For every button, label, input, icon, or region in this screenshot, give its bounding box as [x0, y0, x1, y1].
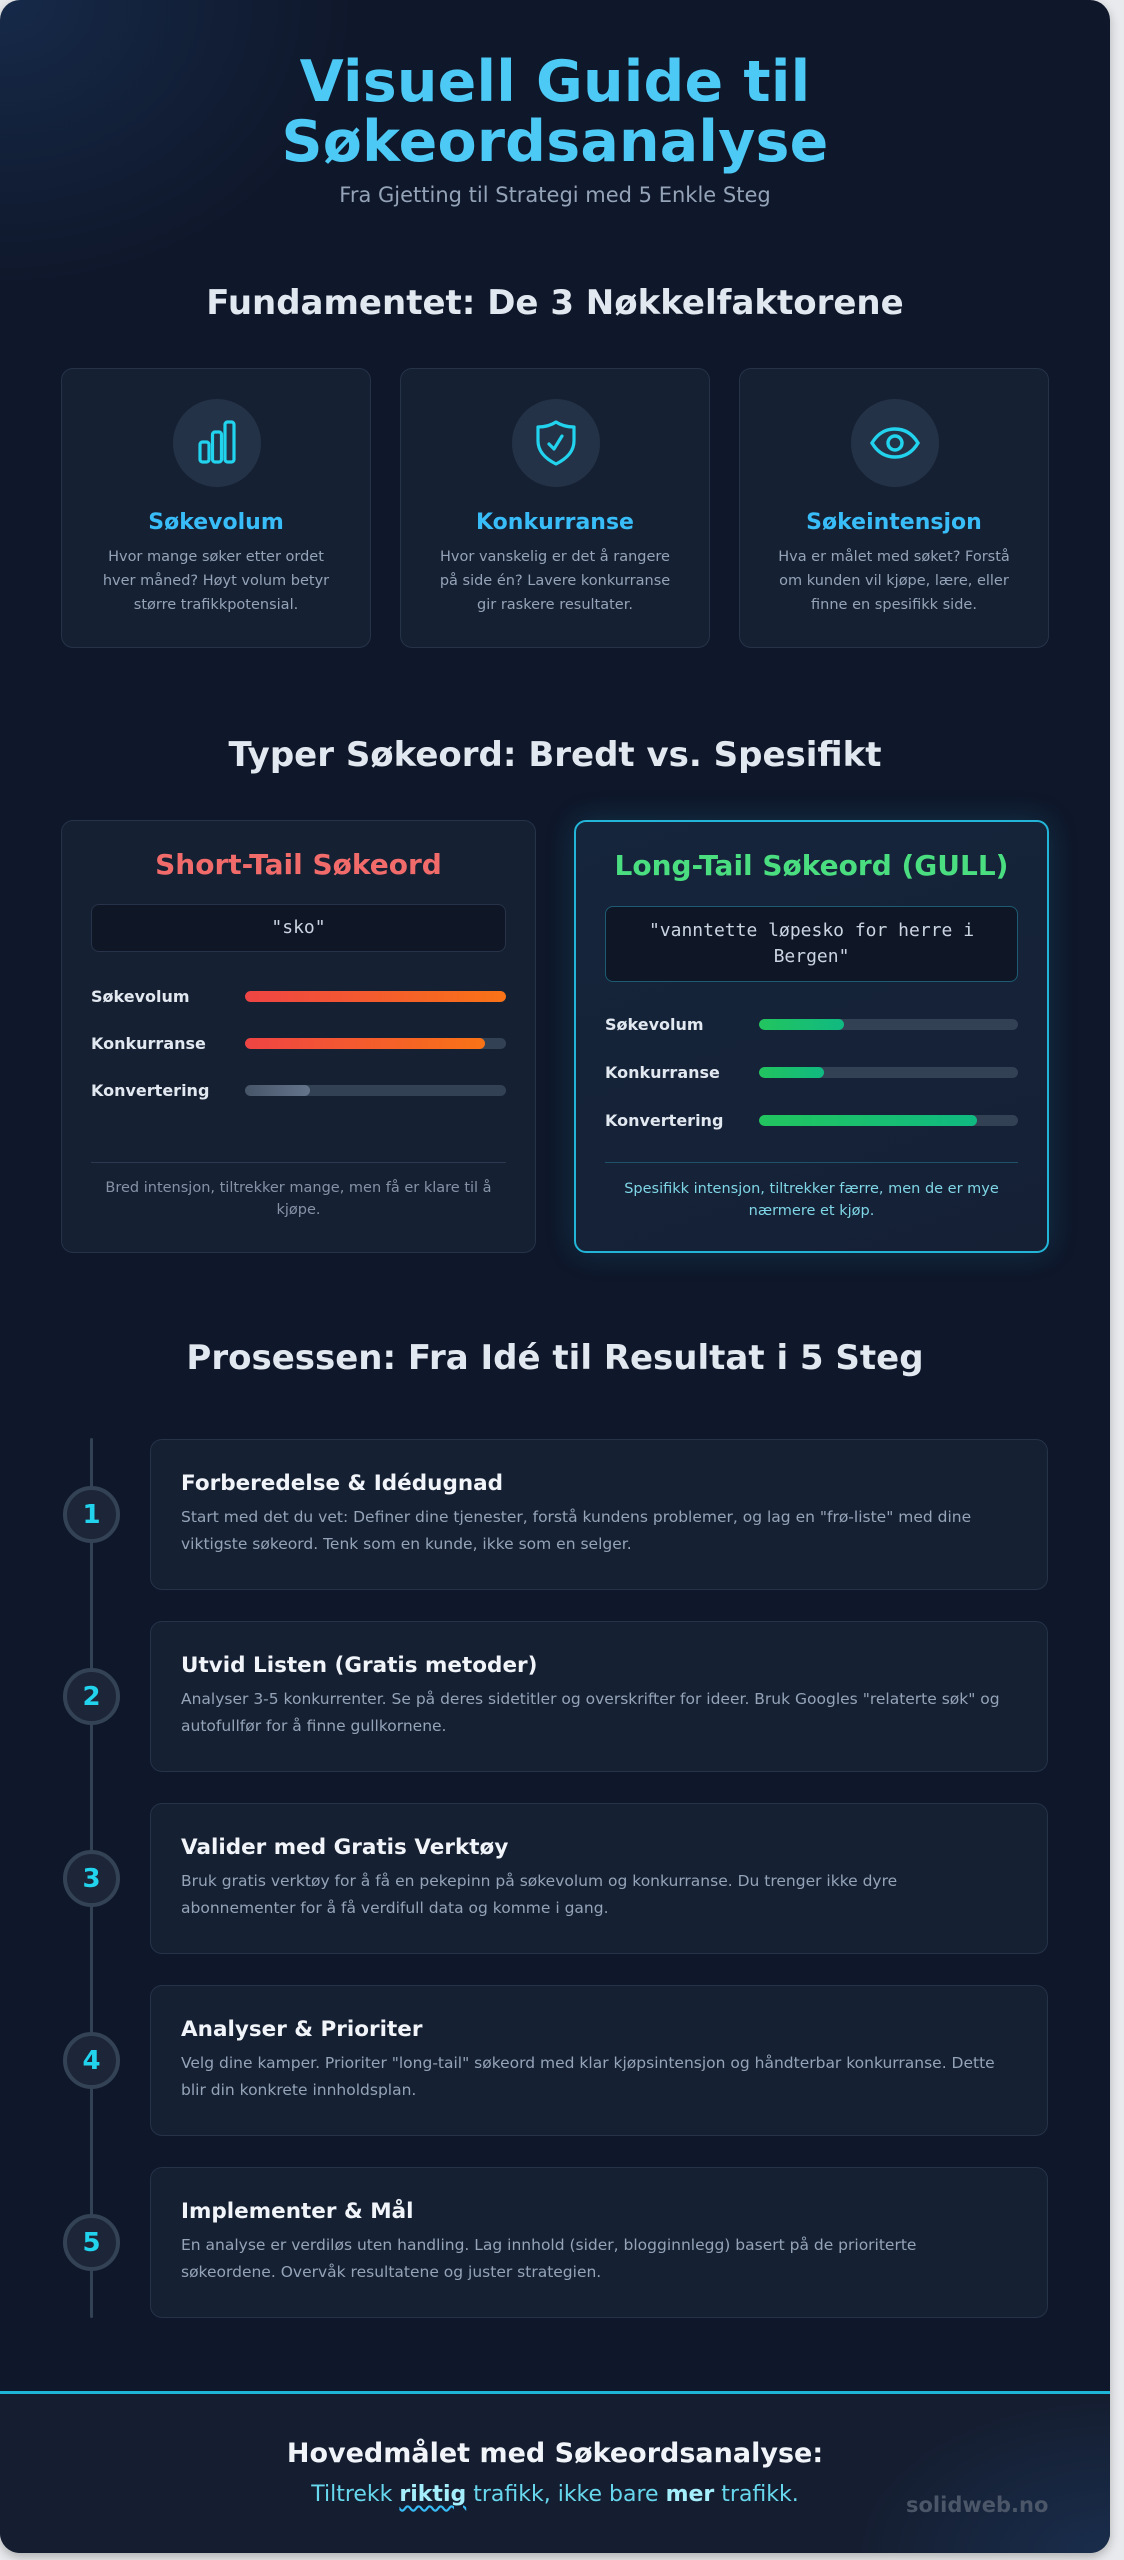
metric-row-competition: Konkurranse	[91, 1034, 506, 1054]
tagline-emphasis-more: mer	[665, 2482, 715, 2507]
page-title-line-1: Visuell Guide til	[299, 49, 811, 115]
metric-row-search-volume: Søkevolum	[91, 987, 506, 1007]
feature-title: Søkevolum	[148, 510, 284, 535]
short-tail-title: Short-Tail Søkeord	[155, 848, 442, 881]
feature-card-competition: Konkurranse Hvor vanskelig er det å rang…	[400, 368, 710, 648]
long-tail-example: "vanntette løpesko for herre i Bergen"	[605, 906, 1018, 982]
bar-chart-icon	[198, 420, 236, 464]
metric-bar-fill	[245, 1085, 311, 1096]
feature-card-search-volume: Søkevolum Hvor mange søker etter ordet h…	[61, 368, 371, 648]
metric-row-competition: Konkurranse	[605, 1063, 1018, 1083]
footer-tagline: Tiltrekk riktig trafikk, ikke bare mer t…	[0, 2482, 1110, 2507]
process-title: Prosessen: Fra Idé til Resultat i 5 Steg	[186, 1338, 924, 1378]
step-card: Implementer & Mål En analyse er verdiløs…	[150, 2167, 1048, 2318]
feature-title: Søkeintensjon	[806, 510, 982, 535]
long-tail-card: Long-Tail Søkeord (GULL) "vanntette løpe…	[574, 820, 1049, 1253]
short-tail-note: Bred intensjon, tiltrekker mange, men få…	[105, 1180, 492, 1218]
metric-bar-fill	[759, 1019, 845, 1030]
tagline-emphasis-right: riktig	[399, 2482, 467, 2507]
metric-bar-fill	[245, 991, 506, 1002]
metric-label: Konvertering	[605, 1111, 724, 1130]
step-description: Start med det du vet: Definer dine tjene…	[181, 1508, 972, 1553]
metric-label: Søkevolum	[605, 1015, 704, 1034]
metric-bar-fill	[245, 1038, 486, 1049]
step-card: Utvid Listen (Gratis metoder) Analyser 3…	[150, 1621, 1048, 1772]
fundamentals-title: Fundamentet: De 3 Nøkkelfaktorene	[206, 283, 904, 323]
step-number-badge: 2	[63, 1668, 120, 1725]
step-number-badge: 1	[63, 1486, 120, 1543]
metric-bar-track	[245, 991, 506, 1002]
shield-check-icon	[536, 420, 576, 466]
tagline-text: trafikk, ikke bare	[466, 2482, 666, 2507]
metric-row-conversion: Konvertering	[91, 1081, 506, 1101]
metric-label: Konkurranse	[91, 1034, 206, 1053]
step-card: Forberedelse & Idédugnad Start med det d…	[150, 1439, 1048, 1590]
step-title: Utvid Listen (Gratis metoder)	[181, 1653, 538, 1678]
step-description: Bruk gratis verktøy for å få en pekepinn…	[181, 1872, 898, 1917]
step-title: Forberedelse & Idédugnad	[181, 1471, 504, 1496]
step-title: Implementer & Mål	[181, 2199, 414, 2224]
metric-bar-track	[759, 1115, 1018, 1126]
metric-bar-fill	[759, 1067, 824, 1078]
feature-description: Hvor mange søker etter ordet hver måned?…	[102, 549, 330, 613]
step-number-badge: 4	[63, 2032, 120, 2089]
long-tail-title: Long-Tail Søkeord (GULL)	[614, 849, 1009, 882]
page-title-line-2: Søkeordsanalyse	[281, 109, 829, 175]
metric-bar-track	[759, 1067, 1018, 1078]
short-tail-example: "sko"	[91, 904, 506, 952]
brand-watermark: solidweb.no	[906, 2493, 1049, 2517]
footer-title: Hovedmålet med Søkeordsanalyse:	[286, 2438, 824, 2469]
feature-description: Hvor vanskelig er det å rangere på side …	[439, 549, 671, 613]
step-number-badge: 3	[63, 1850, 120, 1907]
metric-bar-track	[245, 1038, 506, 1049]
metric-label: Konkurranse	[605, 1063, 720, 1082]
metric-bar-track	[245, 1085, 506, 1096]
metric-bar-fill	[759, 1115, 977, 1126]
page-title: Visuell Guide til Søkeordsanalyse	[0, 52, 1110, 172]
step-title: Analyser & Prioriter	[181, 2017, 423, 2042]
step-description: Analyser 3-5 konkurrenter. Se på deres s…	[181, 1690, 1000, 1735]
step-card: Analyser & Prioriter Velg dine kamper. P…	[150, 1985, 1048, 2136]
divider	[605, 1162, 1018, 1163]
metric-label: Konvertering	[91, 1081, 210, 1100]
icon-badge	[512, 399, 600, 487]
feature-description: Hva er målet med søket? Forstå om kunden…	[778, 549, 1010, 613]
footer: Hovedmålet med Søkeordsanalyse: Tiltrekk…	[0, 2391, 1110, 2553]
step-number-badge: 5	[63, 2214, 120, 2271]
short-tail-card: Short-Tail Søkeord "sko" Søkevolum Konku…	[61, 820, 536, 1253]
icon-badge	[173, 399, 261, 487]
eye-icon	[870, 427, 920, 459]
metric-row-conversion: Konvertering	[605, 1111, 1018, 1131]
page-subtitle: Fra Gjetting til Strategi med 5 Enkle St…	[339, 183, 771, 207]
feature-title: Konkurranse	[476, 510, 634, 535]
step-card: Valider med Gratis Verktøy Bruk gratis v…	[150, 1803, 1048, 1954]
keyword-types-title: Typer Søkeord: Bredt vs. Spesifikt	[228, 735, 882, 775]
metric-row-search-volume: Søkevolum	[605, 1015, 1018, 1035]
feature-card-search-intent: Søkeintensjon Hva er målet med søket? Fo…	[739, 368, 1049, 648]
step-description: En analyse er verdiløs uten handling. La…	[181, 2236, 917, 2281]
long-tail-note: Spesifikk intensjon, tiltrekker færre, m…	[624, 1181, 999, 1219]
metric-label: Søkevolum	[91, 987, 190, 1006]
step-description: Velg dine kamper. Prioriter "long-tail" …	[181, 2054, 995, 2099]
tagline-text: Tiltrekk	[311, 2482, 400, 2507]
divider	[91, 1162, 506, 1163]
icon-badge	[851, 399, 939, 487]
tagline-text: trafikk.	[714, 2482, 799, 2507]
metric-bar-track	[759, 1019, 1018, 1030]
step-title: Valider med Gratis Verktøy	[181, 1835, 509, 1860]
